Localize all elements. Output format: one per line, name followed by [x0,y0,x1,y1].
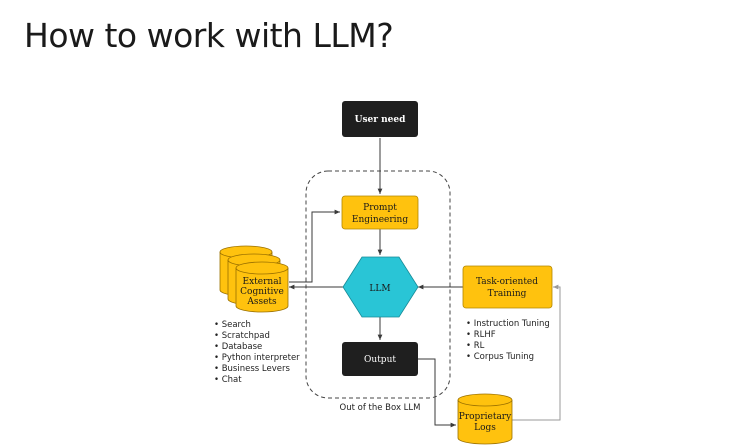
proprietary-logs-node: Proprietary Logs [457,393,513,445]
list-item: • Chat [214,375,242,385]
output-node: Output [342,342,418,376]
svg-text:External: External [243,277,282,287]
svg-text:User need: User need [355,115,407,125]
training-list: • Instruction Tuning • RLHF • RL • Corpu… [466,319,550,362]
edge-assets-to-prompt [289,209,340,283]
list-item: • Database [214,342,262,352]
list-item: • Business Levers [214,364,290,374]
external-cognitive-assets-node: External Cognitive Assets [219,245,289,313]
list-item: • RLHF [466,330,496,340]
database-stack-icon [219,245,289,313]
list-item: • Corpus Tuning [466,352,534,362]
svg-text:Engineering: Engineering [352,215,408,225]
svg-text:Proprietary: Proprietary [459,412,512,422]
list-item: • RL [466,341,485,351]
assets-list: • Search • Scratchpad • Database • Pytho… [214,320,300,385]
llm-node: LLM [342,256,419,318]
list-item: • Instruction Tuning [466,319,550,329]
svg-text:Assets: Assets [246,297,277,307]
prompt-engineering-node: Prompt Engineering [341,195,419,230]
svg-text:LLM: LLM [369,284,390,294]
slide-title: How to work with LLM? [24,16,394,55]
list-item: • Python interpreter [214,353,300,363]
edge-logs-to-training [512,284,561,421]
out-of-box-llm-group [305,170,451,399]
task-oriented-training-node: Task-oriented Training [462,265,553,309]
svg-text:Logs: Logs [474,423,496,433]
edge-output-to-logs [418,358,456,428]
database-icon [457,393,513,445]
list-item: • Scratchpad [214,331,270,341]
svg-text:Task-oriented: Task-oriented [476,277,538,287]
svg-text:Training: Training [488,289,527,299]
list-item: • Search [214,320,251,330]
svg-text:Cognitive: Cognitive [240,287,284,297]
svg-text:Output: Output [364,355,396,365]
user-need-node: User need [342,101,418,137]
svg-text:Prompt: Prompt [363,203,397,213]
group-label: Out of the Box LLM [340,403,421,413]
